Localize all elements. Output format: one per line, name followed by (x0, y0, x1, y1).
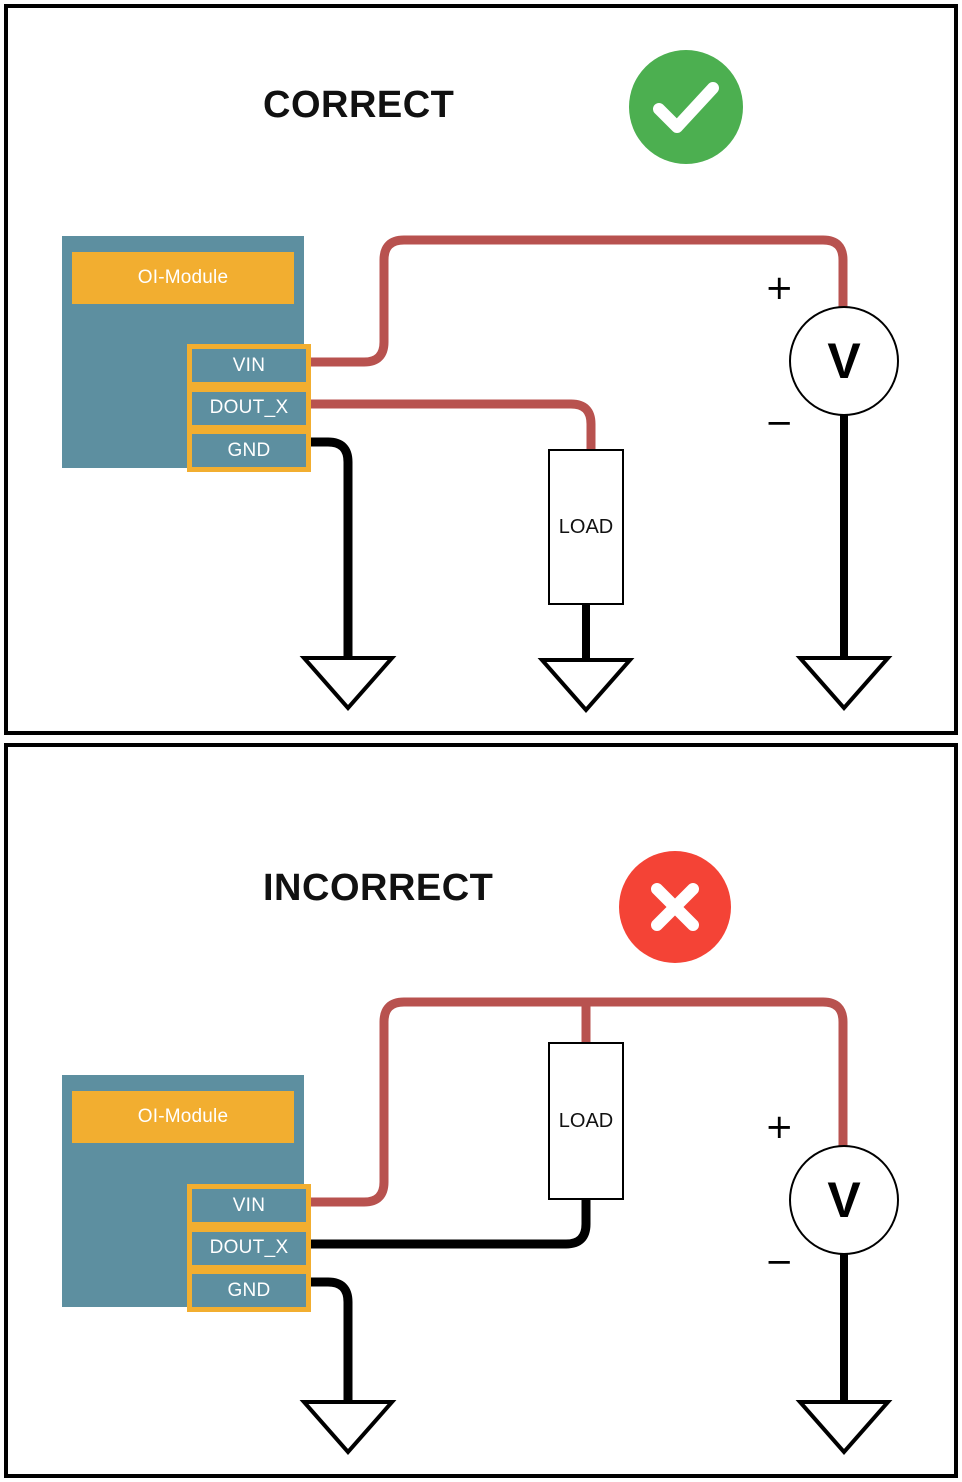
ground-symbol-voltmeter (795, 1400, 893, 1456)
ground-symbol-gnd-pin (299, 656, 397, 712)
pin-vin[interactable]: VIN (192, 1189, 306, 1222)
voltmeter-minus-sign: − (765, 403, 794, 443)
load-box-correct: LOAD (548, 449, 624, 605)
ground-symbol-voltmeter (795, 656, 893, 712)
oi-module-label: OI-Module (72, 1091, 294, 1143)
pin-dout-x[interactable]: DOUT_X (192, 1231, 306, 1265)
pin-group-incorrect: VIN DOUT_X GND (187, 1184, 311, 1312)
page-title-incorrect: INCORRECT (263, 867, 494, 909)
pin-gnd[interactable]: GND (192, 1274, 306, 1307)
load-box-incorrect: LOAD (548, 1042, 624, 1200)
pin-gnd[interactable]: GND (192, 434, 306, 467)
pin-group-correct: VIN DOUT_X GND (187, 344, 311, 472)
page-title-correct: CORRECT (263, 84, 455, 126)
voltmeter-correct: V (789, 306, 899, 416)
wiring-incorrect (299, 997, 893, 1456)
pin-dout-x[interactable]: DOUT_X (192, 391, 306, 425)
panel-incorrect: INCORRECT OI-Module VIN DOUT_X GND LOAD … (4, 743, 958, 1478)
oi-module-label: OI-Module (72, 252, 294, 304)
voltmeter-incorrect: V (789, 1145, 899, 1255)
check-circle-icon (629, 50, 743, 164)
ground-symbol-gnd-pin (299, 1400, 397, 1456)
voltmeter-plus-sign: + (765, 268, 794, 308)
voltmeter-minus-sign: − (765, 1242, 794, 1282)
wiring-correct (299, 235, 893, 714)
panel-correct: CORRECT OI-Module VIN DOUT_X GND LOAD V … (4, 4, 958, 735)
voltmeter-plus-sign: + (765, 1107, 794, 1147)
x-circle-icon (619, 851, 731, 963)
ground-symbol-load (537, 658, 635, 714)
pin-vin[interactable]: VIN (192, 349, 306, 382)
